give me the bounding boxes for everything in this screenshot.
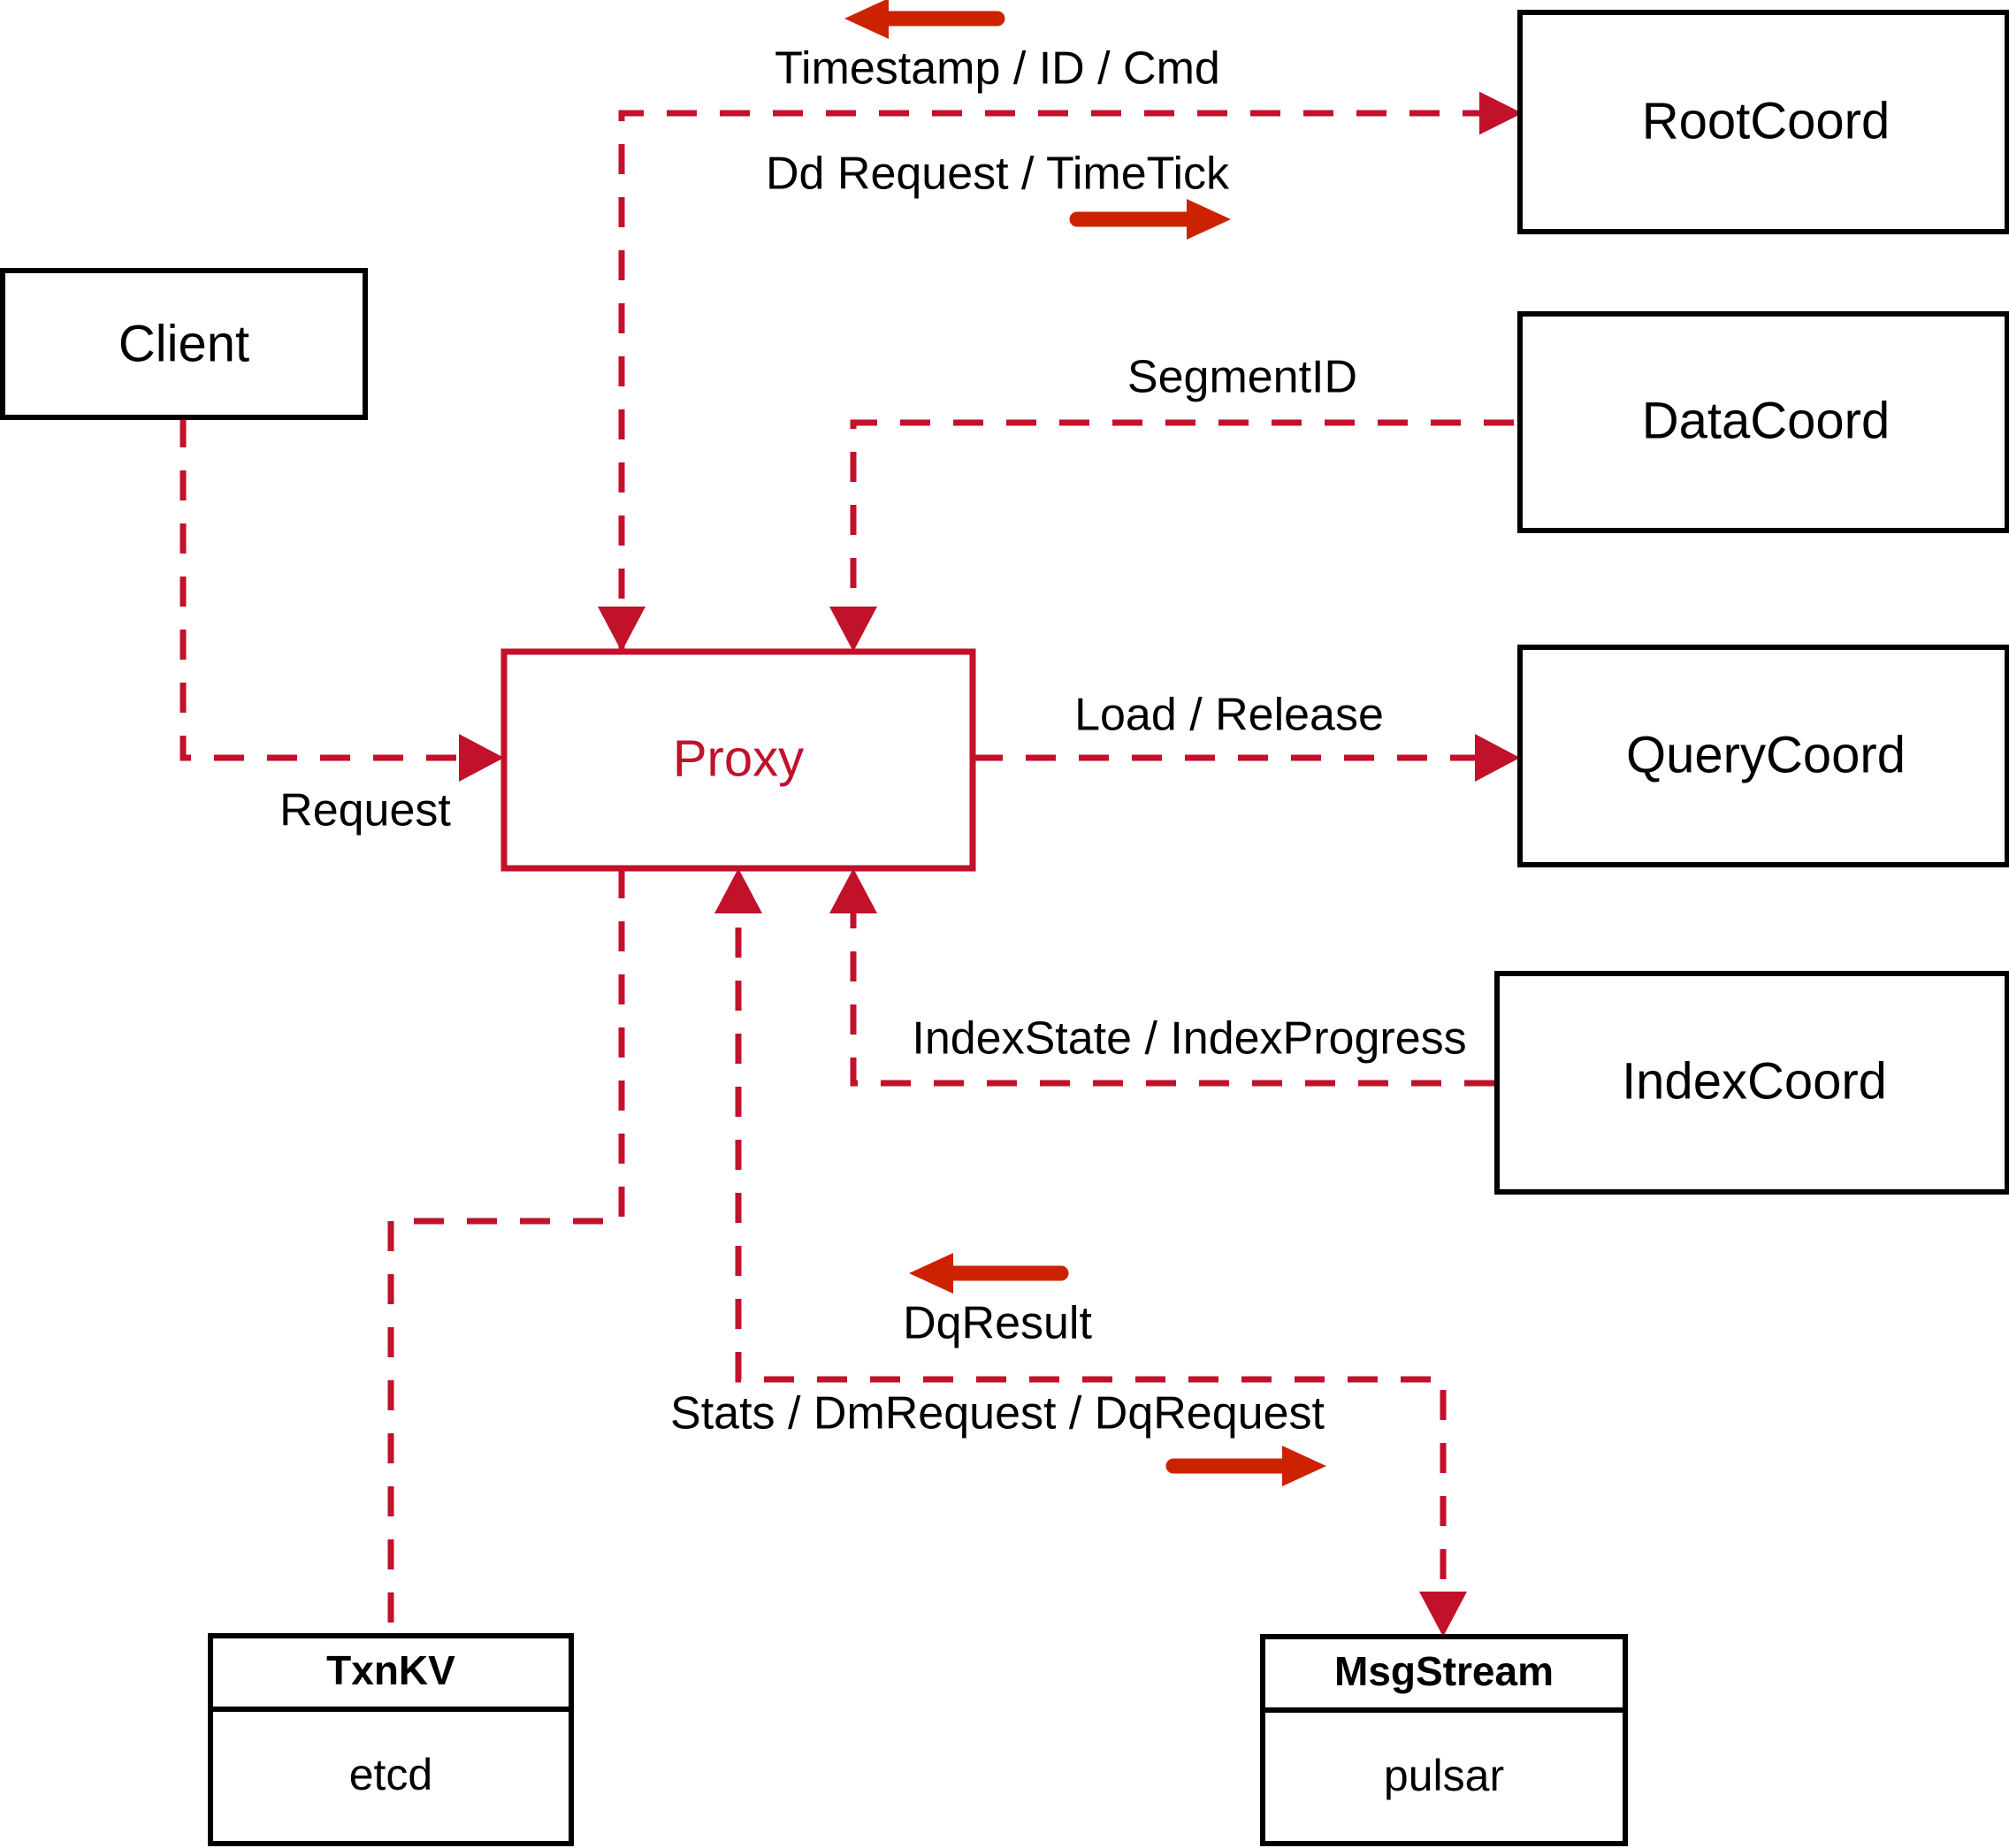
edge-path-data-coord xyxy=(850,419,1514,652)
edge-label-timestamp-id-cmd: Timestamp / ID / Cmd xyxy=(775,43,1220,95)
node-client-label: Client xyxy=(118,315,249,372)
node-proxy[interactable]: Proxy xyxy=(500,648,976,872)
arrowhead-proxy-bottom-right xyxy=(829,868,877,913)
edge-label-request: Request xyxy=(279,785,451,836)
edge-path-index-coord xyxy=(850,874,1494,1087)
arrowhead-proxy-top-left xyxy=(598,607,645,652)
node-txnkv-title: TxnKV xyxy=(326,1647,455,1693)
node-data-coord-label: DataCoord xyxy=(1642,392,1890,449)
node-proxy-label: Proxy xyxy=(673,729,804,787)
direction-arrow-timestamp-id-cmd xyxy=(844,0,1005,39)
arrowhead-proxy-left xyxy=(459,734,504,782)
edge-label-stats-dm-dq-request: Stats / DmRequest / DqRequest xyxy=(670,1388,1325,1439)
direction-arrow-dd-request-timetick xyxy=(1069,199,1231,240)
arrowhead-msgstream-top xyxy=(1419,1592,1467,1637)
node-query-coord-label: QueryCoord xyxy=(1626,726,1906,783)
node-root-coord[interactable]: RootCoord xyxy=(1517,10,2009,234)
node-index-coord-label: IndexCoord xyxy=(1622,1052,1887,1110)
node-msgstream[interactable]: MsgStream pulsar xyxy=(1260,1634,1628,1846)
arrowhead-query-coord xyxy=(1475,734,1520,782)
node-msgstream-sub: pulsar xyxy=(1384,1751,1504,1800)
edge-label-index-state-progress: IndexState / IndexProgress xyxy=(912,1013,1466,1065)
arrowhead-proxy-top-right xyxy=(829,607,877,652)
edge-path-msgstream xyxy=(735,874,1447,1628)
edge-path-txnkv xyxy=(387,868,625,1636)
edge-label-load-release: Load / Release xyxy=(1074,690,1384,741)
node-query-coord[interactable]: QueryCoord xyxy=(1517,645,2009,867)
node-client[interactable]: Client xyxy=(0,268,368,420)
node-data-coord[interactable]: DataCoord xyxy=(1517,311,2009,533)
edge-path-root-coord xyxy=(618,91,1523,652)
direction-arrow-stats-dm-dq-request xyxy=(1165,1446,1326,1486)
node-root-coord-label: RootCoord xyxy=(1642,92,1890,149)
node-msgstream-title: MsgStream xyxy=(1334,1648,1554,1694)
arrowhead-proxy-bottom-mid xyxy=(714,868,762,913)
edge-path-request xyxy=(180,417,498,761)
edge-label-dq-result: DqResult xyxy=(903,1298,1092,1349)
node-txnkv-sub: etcd xyxy=(349,1750,433,1799)
direction-arrow-dq-result xyxy=(909,1253,1069,1294)
node-txnkv[interactable]: TxnKV etcd xyxy=(208,1633,574,1846)
edge-label-dd-request-timetick: Dd Request / TimeTick xyxy=(766,149,1230,200)
node-index-coord[interactable]: IndexCoord xyxy=(1494,971,2009,1195)
edge-label-segment-id: SegmentID xyxy=(1127,352,1357,403)
